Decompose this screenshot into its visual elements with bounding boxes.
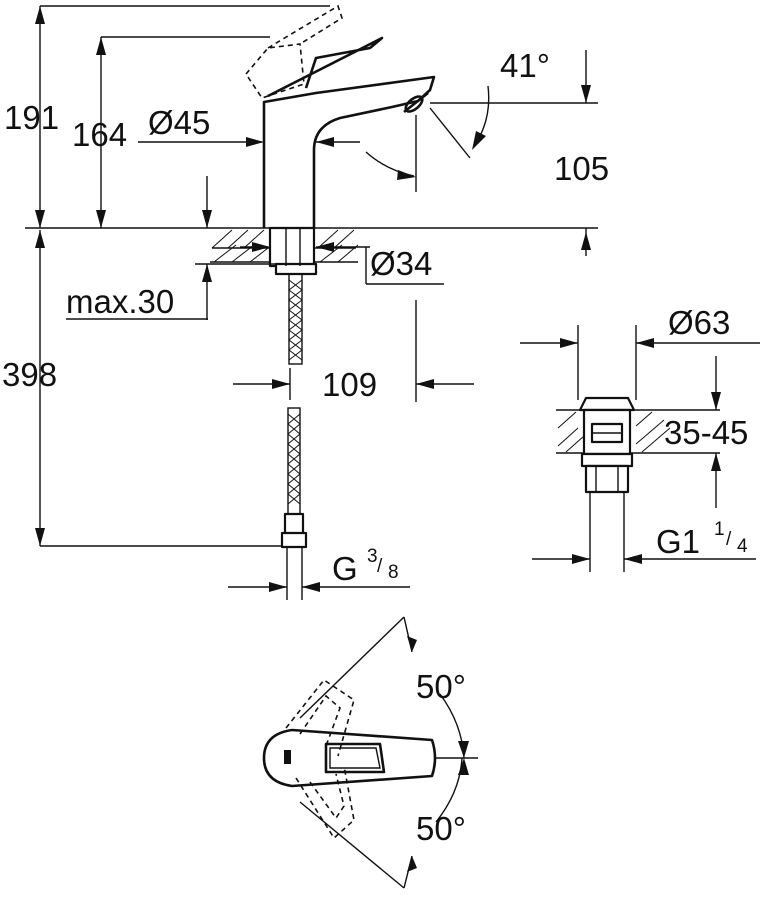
dim-hose-offset: 109 xyxy=(322,366,377,403)
dim-lever-rotation-right: 50° xyxy=(416,810,466,847)
dim-body-diameter: Ø45 xyxy=(148,104,210,141)
dim-connection-thread-slash: / xyxy=(377,556,383,577)
dim-connection-thread-den: 8 xyxy=(388,562,399,583)
hose-lower xyxy=(287,407,301,515)
lever-handle-top xyxy=(262,728,437,788)
hose-upper xyxy=(288,273,303,365)
shank-nut xyxy=(268,226,316,268)
lever-alt-position xyxy=(245,4,343,99)
dim-waste-thread: G1 xyxy=(656,523,700,560)
dim-lever-rotation-left: 50° xyxy=(416,668,466,705)
dim-total-height: 191 xyxy=(4,99,59,136)
dim-waste-thread-num: 1 xyxy=(714,519,725,540)
indicator-mark xyxy=(284,750,291,764)
waste-valve xyxy=(520,325,760,572)
dim-spout-reach: 105 xyxy=(554,150,609,187)
spout-aerator xyxy=(403,91,429,114)
dim-shank-diameter: Ø34 xyxy=(370,245,432,282)
dim-waste-diameter: Ø63 xyxy=(668,304,730,341)
dim-waste-thickness: 35-45 xyxy=(664,414,748,451)
dim-spout-height: 164 xyxy=(72,116,127,153)
faucet-body xyxy=(262,75,436,228)
dim-hose-length: 398 xyxy=(2,356,57,393)
lever-top-view xyxy=(262,616,478,889)
waste-plug xyxy=(578,396,636,412)
dim-waste-thread-slash: / xyxy=(726,529,732,550)
faucet-side-view xyxy=(25,4,598,600)
deck-hatching xyxy=(211,229,359,263)
lever-handle xyxy=(267,36,384,98)
dim-lever-angle: 41° xyxy=(500,47,550,84)
dim-waste-thread-den: 4 xyxy=(737,536,748,557)
dim-connection-thread-num: 3 xyxy=(367,546,378,567)
dim-max-deck-thickness: max.30 xyxy=(66,283,174,320)
hose-fitting xyxy=(283,512,305,536)
dim-connection-thread: G xyxy=(332,550,358,587)
